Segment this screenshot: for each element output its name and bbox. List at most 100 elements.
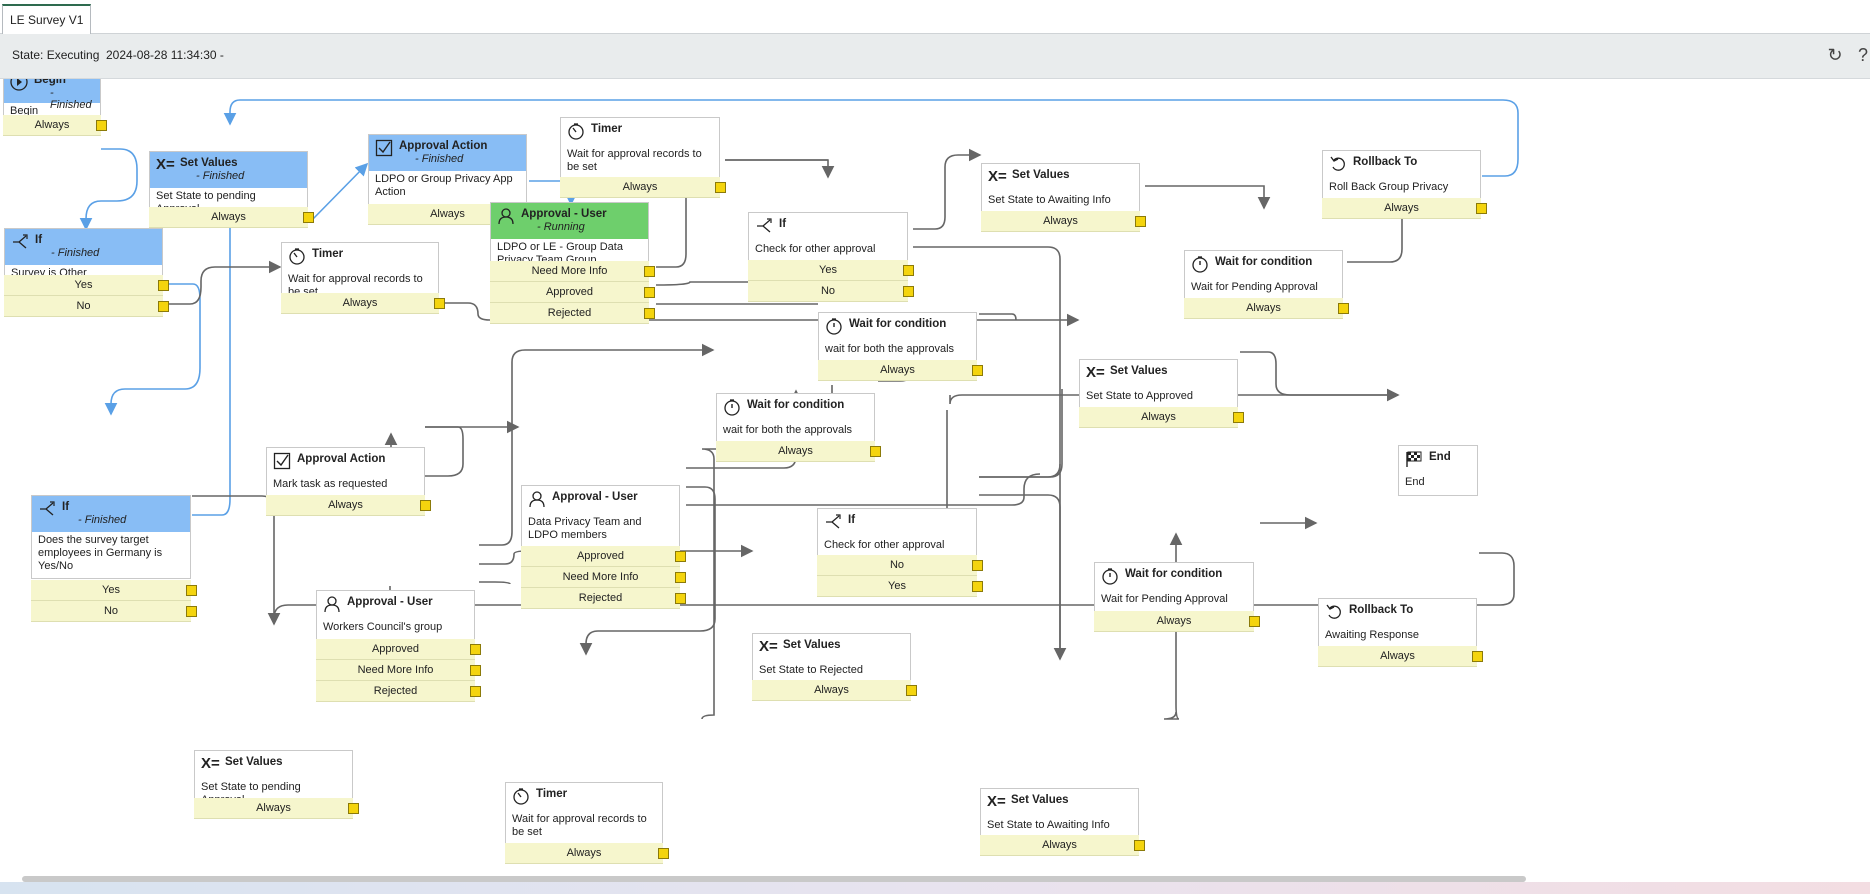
exit-no[interactable]: No (748, 281, 914, 302)
timer-node-1[interactable]: Timer Wait for approval records to be se… (560, 117, 720, 180)
set-values-awaiting-node-1[interactable]: X= Set Values Set State to Awaiting Info (981, 163, 1140, 213)
exit-always[interactable]: Always (194, 798, 359, 819)
stopwatch-icon (1101, 567, 1119, 585)
exit-no[interactable]: No (4, 296, 169, 317)
rollback-group-privacy-node[interactable]: Rollback To Roll Back Group Privacy (1322, 150, 1481, 200)
exit-always[interactable]: Always (149, 207, 314, 228)
set-values-rejected-node[interactable]: X= Set Values Set State to Rejected (752, 633, 911, 683)
exit-port[interactable] (470, 665, 481, 676)
approval-user-workers-council-node[interactable]: Approval - User Workers Council's group (316, 590, 475, 640)
node-title: If (848, 514, 856, 526)
exit-always[interactable]: Always (818, 360, 983, 381)
exit-approved[interactable]: Approved (316, 639, 481, 660)
exit-port[interactable] (675, 551, 686, 562)
refresh-icon[interactable]: ↻ (1827, 45, 1843, 65)
state-label: State: Executing (12, 48, 100, 62)
exit-port[interactable] (1135, 216, 1146, 227)
approval-action-app-node[interactable]: Approval Action - Finished LDPO or Group… (368, 134, 527, 205)
exit-port[interactable] (903, 286, 914, 297)
end-node[interactable]: End End (1398, 445, 1478, 496)
exit-approved[interactable]: Approved (490, 282, 655, 303)
exit-always[interactable]: Always (1094, 611, 1260, 632)
workflow-canvas[interactable]: Begin - Finished Begin Always X= Set Val… (0, 79, 1870, 876)
exit-always[interactable]: Always (752, 680, 917, 701)
exit-always[interactable]: Always (980, 835, 1145, 856)
tab-le-survey[interactable]: LE Survey V1 (2, 4, 92, 34)
exit-yes[interactable]: Yes (817, 576, 983, 597)
exit-need-more-info[interactable]: Need More Info (521, 567, 686, 588)
exit-port[interactable] (658, 848, 669, 859)
exit-port[interactable] (470, 644, 481, 655)
node-description: Workers Council's group (323, 621, 443, 633)
exit-port[interactable] (470, 686, 481, 697)
exit-port[interactable] (348, 803, 359, 814)
if-check-approval-node-1[interactable]: If Check for other approval (748, 212, 908, 262)
exit-port[interactable] (434, 298, 445, 309)
exit-yes[interactable]: Yes (31, 580, 197, 601)
if-check-2-exits: No Yes (817, 555, 983, 597)
exit-port[interactable] (644, 308, 655, 319)
exit-always[interactable]: Always (281, 293, 445, 314)
exit-port[interactable] (972, 365, 983, 376)
exit-approved[interactable]: Approved (521, 546, 686, 567)
exit-port[interactable] (644, 266, 655, 277)
exit-always[interactable]: Always (3, 115, 107, 136)
set-values-awaiting-node-2[interactable]: X= Set Values Set State to Awaiting Info (980, 788, 1139, 838)
approval-action-mark-node[interactable]: Approval Action Mark task as requested (266, 447, 425, 497)
exit-port[interactable] (186, 585, 197, 596)
exit-need-more-info[interactable]: Need More Info (316, 660, 481, 681)
exit-port[interactable] (303, 212, 314, 223)
if-germany-node[interactable]: If - Finished Does the survey target emp… (31, 495, 191, 579)
exit-need-more-info[interactable]: Need More Info (490, 261, 655, 282)
user-icon (497, 207, 515, 225)
exit-port[interactable] (158, 301, 169, 312)
exit-port[interactable] (972, 581, 983, 592)
wait-both-approvals-node-1[interactable]: Wait for condition wait for both the app… (818, 312, 977, 362)
exit-always[interactable]: Always (1322, 198, 1487, 219)
help-icon[interactable]: ? (1857, 45, 1868, 65)
exit-yes[interactable]: Yes (748, 260, 914, 281)
exit-port[interactable] (903, 265, 914, 276)
exit-always[interactable]: Always (1079, 407, 1244, 428)
exit-always[interactable]: Always (1318, 646, 1483, 667)
exit-port[interactable] (420, 500, 431, 511)
rollback-awaiting-response-node[interactable]: Rollback To Awaiting Response (1318, 598, 1477, 648)
exit-rejected[interactable]: Rejected (490, 303, 655, 324)
exit-no[interactable]: No (817, 555, 983, 576)
exit-port[interactable] (715, 182, 726, 193)
exit-port[interactable] (644, 287, 655, 298)
horizontal-scrollbar[interactable] (22, 876, 1526, 882)
exit-port[interactable] (972, 560, 983, 571)
exit-port[interactable] (1233, 412, 1244, 423)
if-check-approval-node-2[interactable]: If Check for other approval (817, 508, 977, 558)
wait-pending-approval-node-2[interactable]: Wait for condition Wait for Pending Appr… (1094, 562, 1254, 612)
exit-port[interactable] (1134, 840, 1145, 851)
exit-port[interactable] (1249, 616, 1260, 627)
exit-no[interactable]: No (31, 601, 197, 622)
exit-port[interactable] (96, 120, 107, 131)
exit-port[interactable] (870, 446, 881, 457)
exit-always[interactable]: Always (266, 495, 431, 516)
exit-always[interactable]: Always (1184, 298, 1349, 319)
exit-rejected[interactable]: Rejected (521, 588, 686, 609)
exit-port[interactable] (158, 280, 169, 291)
exit-port[interactable] (675, 593, 686, 604)
exit-port[interactable] (906, 685, 917, 696)
timer-node-3[interactable]: Timer Wait for approval records to be se… (505, 782, 663, 845)
exit-yes[interactable]: Yes (4, 275, 169, 296)
exit-port[interactable] (1338, 303, 1349, 314)
set-values-approved-node[interactable]: X= Set Values Set State to Approved (1079, 359, 1238, 409)
node-title: Rollback To (1349, 604, 1414, 616)
wait-pending-approval-node-1[interactable]: Wait for condition Wait for Pending Appr… (1184, 250, 1343, 300)
exit-always[interactable]: Always (505, 843, 669, 864)
exit-port[interactable] (675, 572, 686, 583)
wait-both-approvals-node-2[interactable]: Wait for condition wait for both the app… (716, 393, 875, 443)
approval-user-data-privacy-node[interactable]: Approval - User Data Privacy Team and LD… (521, 485, 680, 548)
exit-always[interactable]: Always (716, 441, 881, 462)
exit-always[interactable]: Always (560, 177, 726, 198)
exit-rejected[interactable]: Rejected (316, 681, 481, 702)
exit-port[interactable] (186, 606, 197, 617)
exit-port[interactable] (1476, 203, 1487, 214)
exit-always[interactable]: Always (981, 211, 1146, 232)
exit-port[interactable] (1472, 651, 1483, 662)
